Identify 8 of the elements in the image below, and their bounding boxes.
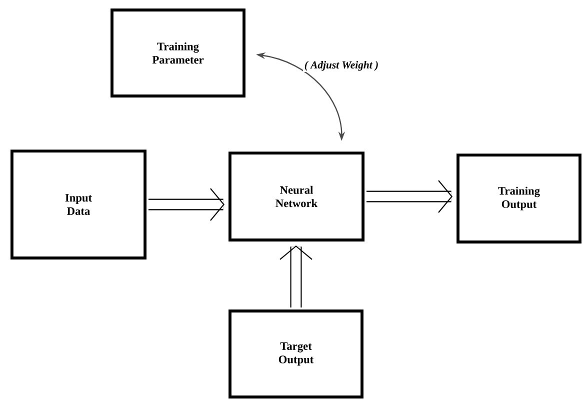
double-arrow (148, 188, 224, 221)
process-box: Target Output (228, 310, 364, 398)
double-arrow (366, 180, 453, 213)
process-box: Neural Network (228, 152, 364, 242)
process-box: Training Output (456, 154, 582, 244)
process-box: Input Data (10, 150, 146, 260)
edge-label: ( Adjust Weight ) (304, 61, 378, 71)
process-box: Training Parameter (110, 8, 246, 98)
